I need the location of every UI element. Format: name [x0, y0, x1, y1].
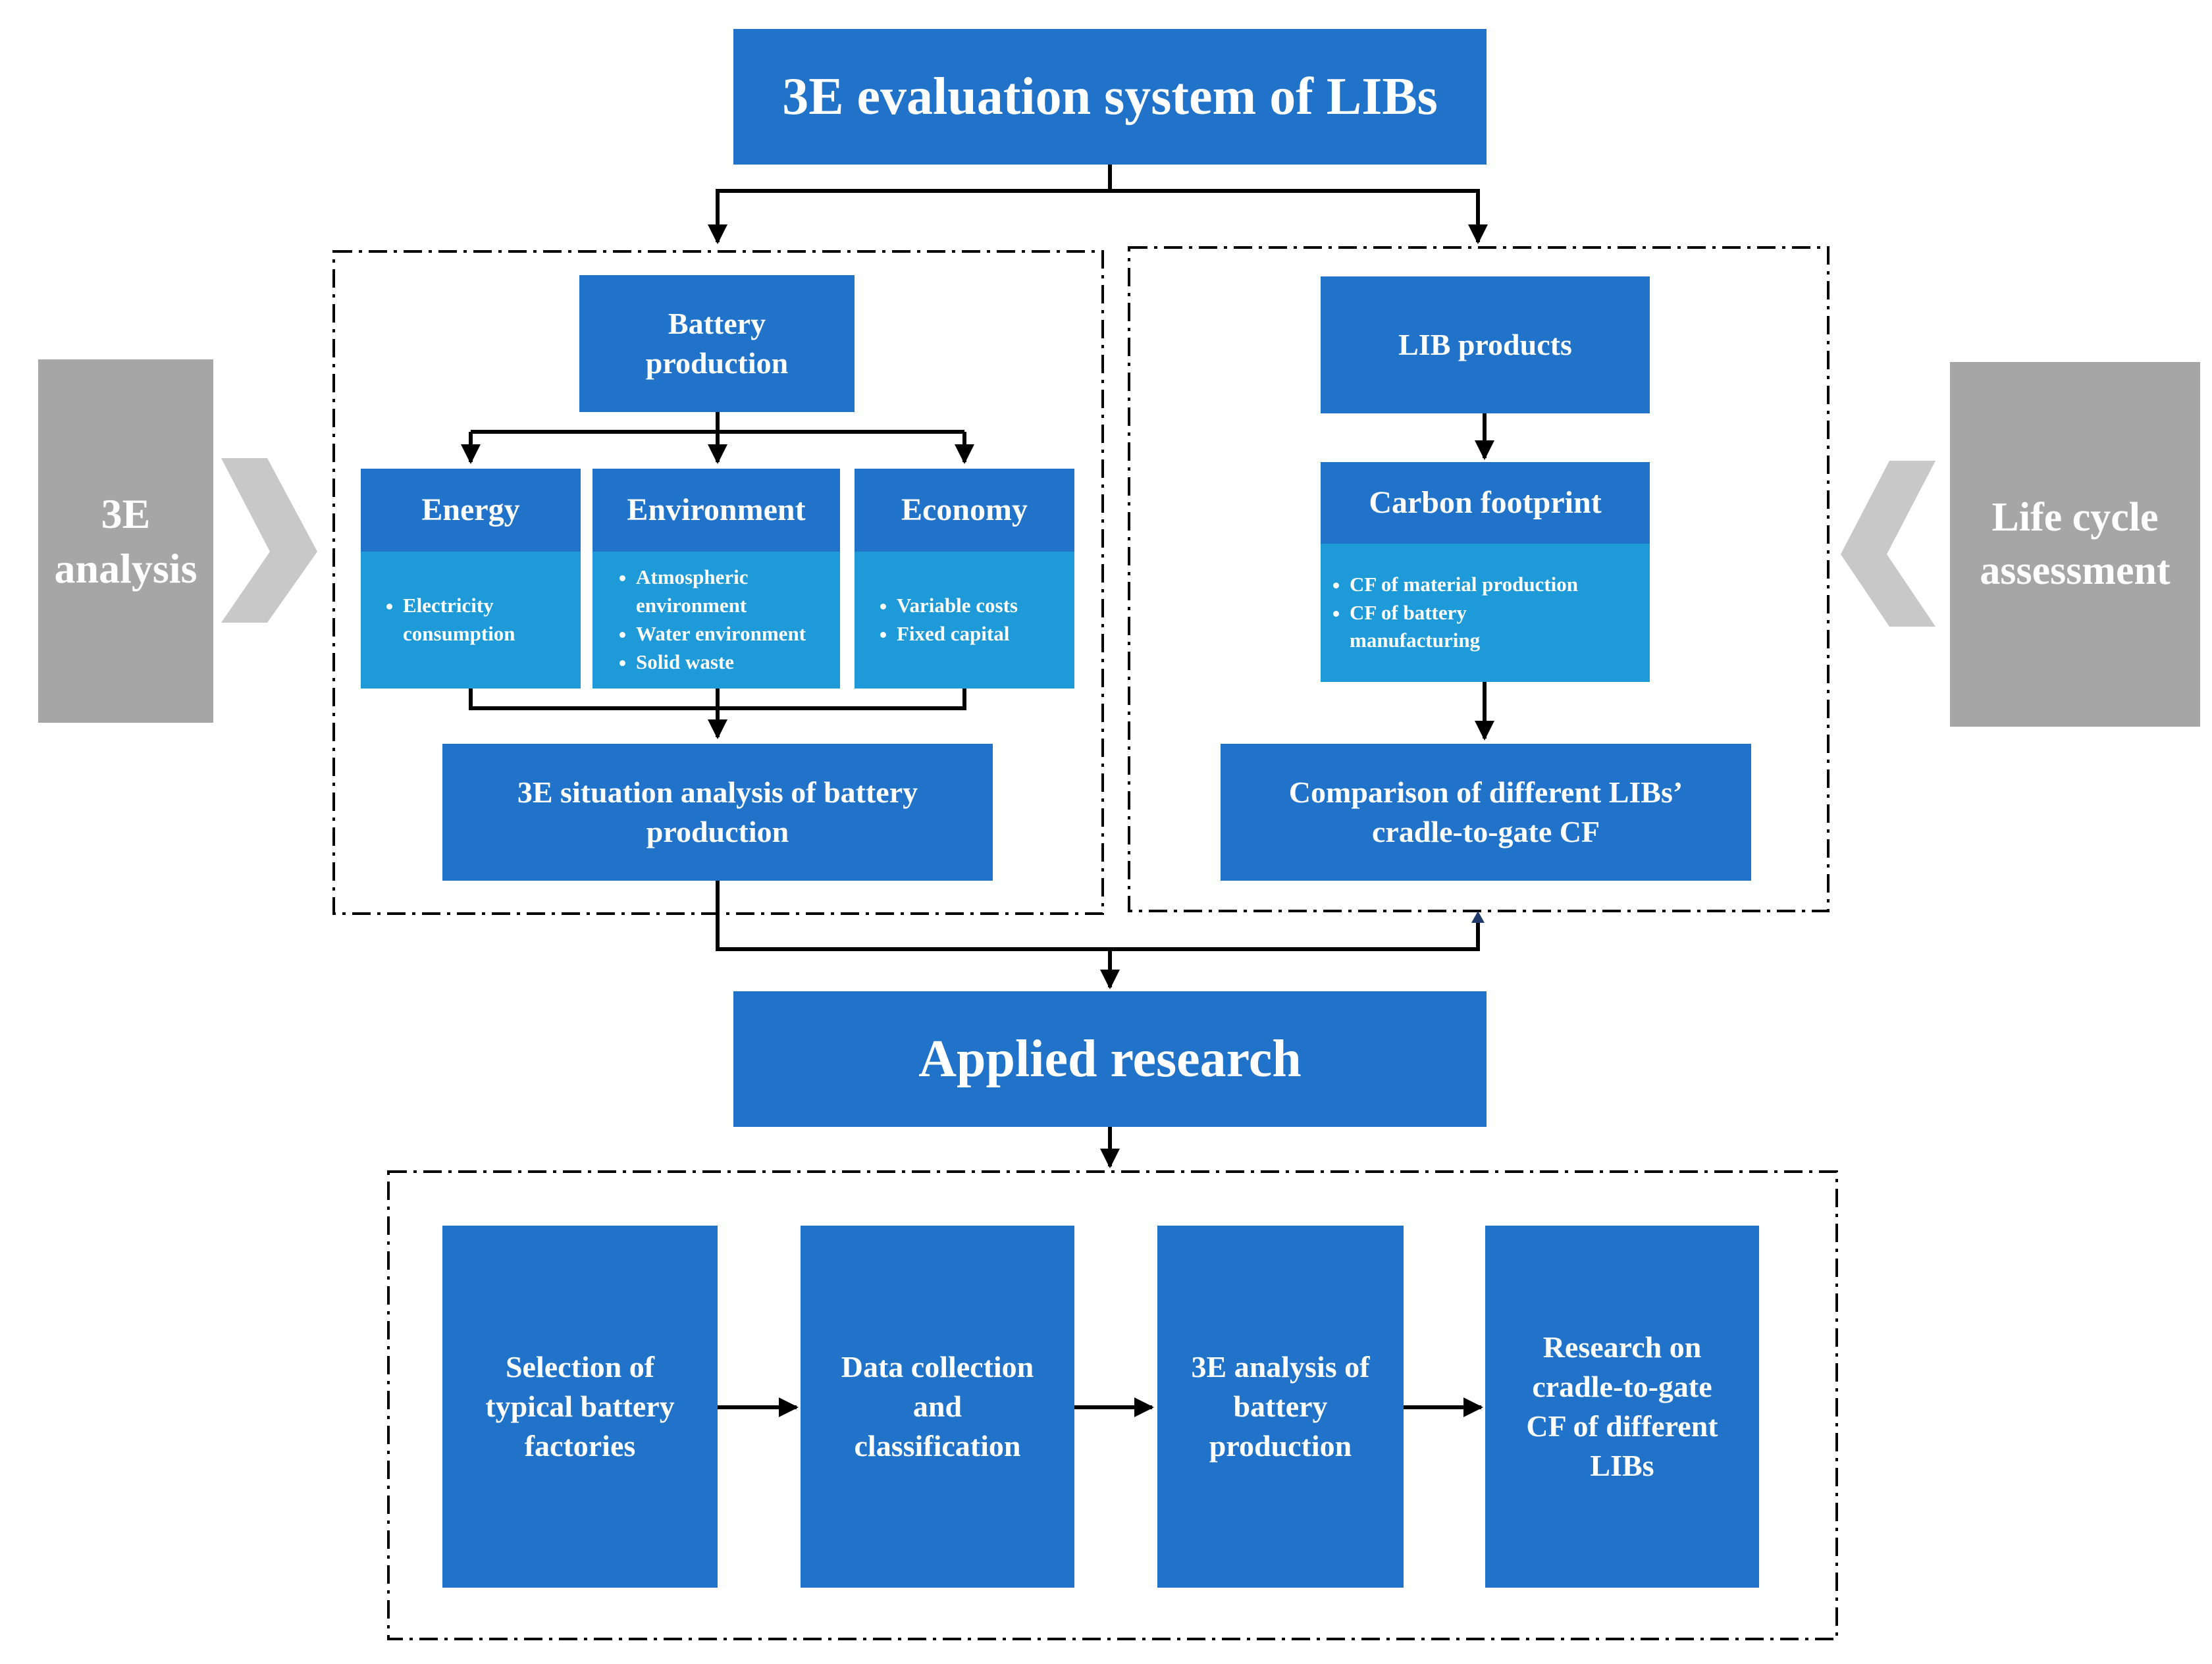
carbon-footprint-label: Carbon footprint — [1369, 484, 1602, 520]
step-box-4: Research on cradle-to-gate CF of differe… — [1485, 1226, 1759, 1588]
title-connector — [708, 165, 1112, 244]
panels-merge-line — [716, 879, 1480, 951]
energy-item: Electricity consumption — [403, 592, 581, 648]
energy-label: Energy — [421, 492, 520, 527]
environment-header: Environment — [592, 469, 840, 552]
carbon-footprint-header: Carbon footprint — [1321, 462, 1650, 544]
step-box-2: Data collection and classification — [801, 1226, 1074, 1588]
lib-products-label: LIB products — [1398, 328, 1572, 362]
left-chevron-icon — [1841, 461, 1936, 627]
right-frame-arrowhead — [1471, 911, 1485, 923]
battery-production-box: Battery production — [579, 275, 855, 412]
step-label: Selection of typical battery factories — [485, 1350, 675, 1463]
environment-item: Atmospheric environment — [636, 563, 840, 620]
economy-item: Fixed capital — [897, 620, 1074, 648]
right-chevron-icon — [221, 458, 317, 623]
carbon-footprint-details: CF of material production CF of battery … — [1321, 544, 1650, 682]
title-text: 3E evaluation system of LIBs — [782, 68, 1438, 126]
economy-header: Economy — [855, 469, 1074, 552]
step-label: Research on cradle-to-gate CF of differe… — [1526, 1330, 1718, 1482]
3e-analysis-label: 3E analysis — [54, 490, 198, 592]
3e-analysis-side-box: 3E analysis — [38, 359, 213, 723]
environment-details: Atmospheric environment Water environmen… — [592, 552, 840, 689]
energy-details: Electricity consumption — [361, 552, 581, 689]
step-label: 3E analysis of battery production — [1191, 1350, 1370, 1463]
title-connector-right — [1110, 189, 1488, 244]
comparison-label: Comparison of different LIBs’ cradle-to-… — [1288, 775, 1683, 848]
economy-label: Economy — [901, 492, 1028, 527]
situation-analysis-label: 3E situation analysis of battery product… — [517, 775, 918, 848]
cf-item: CF of battery manufacturing — [1350, 599, 1650, 656]
applied-research-label: Applied research — [918, 1030, 1302, 1088]
situation-analysis-box: 3E situation analysis of battery product… — [442, 744, 993, 881]
step-label: Data collection and classification — [841, 1350, 1034, 1463]
environment-item: Water environment — [636, 620, 840, 648]
lib-products-box: LIB products — [1321, 276, 1650, 413]
cf-item: CF of material production — [1350, 571, 1650, 599]
environment-label: Environment — [627, 492, 806, 527]
title-box: 3E evaluation system of LIBs — [733, 29, 1487, 165]
lca-side-box: Life cycle assessment — [1950, 362, 2200, 727]
comparison-box: Comparison of different LIBs’ cradle-to-… — [1221, 744, 1751, 881]
energy-header: Energy — [361, 469, 581, 552]
step-box-3: 3E analysis of battery production — [1157, 1226, 1404, 1588]
applied-research-box: Applied research — [733, 991, 1487, 1127]
environment-item: Solid waste — [636, 648, 840, 677]
right-panel-frame — [1128, 246, 1830, 912]
step-box-1: Selection of typical battery factories — [442, 1226, 718, 1588]
lca-label: Life cycle assessment — [1980, 495, 2171, 593]
steps-frame — [387, 1170, 1838, 1640]
economy-details: Variable costs Fixed capital — [855, 552, 1074, 689]
economy-item: Variable costs — [897, 592, 1074, 620]
battery-production-label: Battery production — [645, 307, 789, 380]
